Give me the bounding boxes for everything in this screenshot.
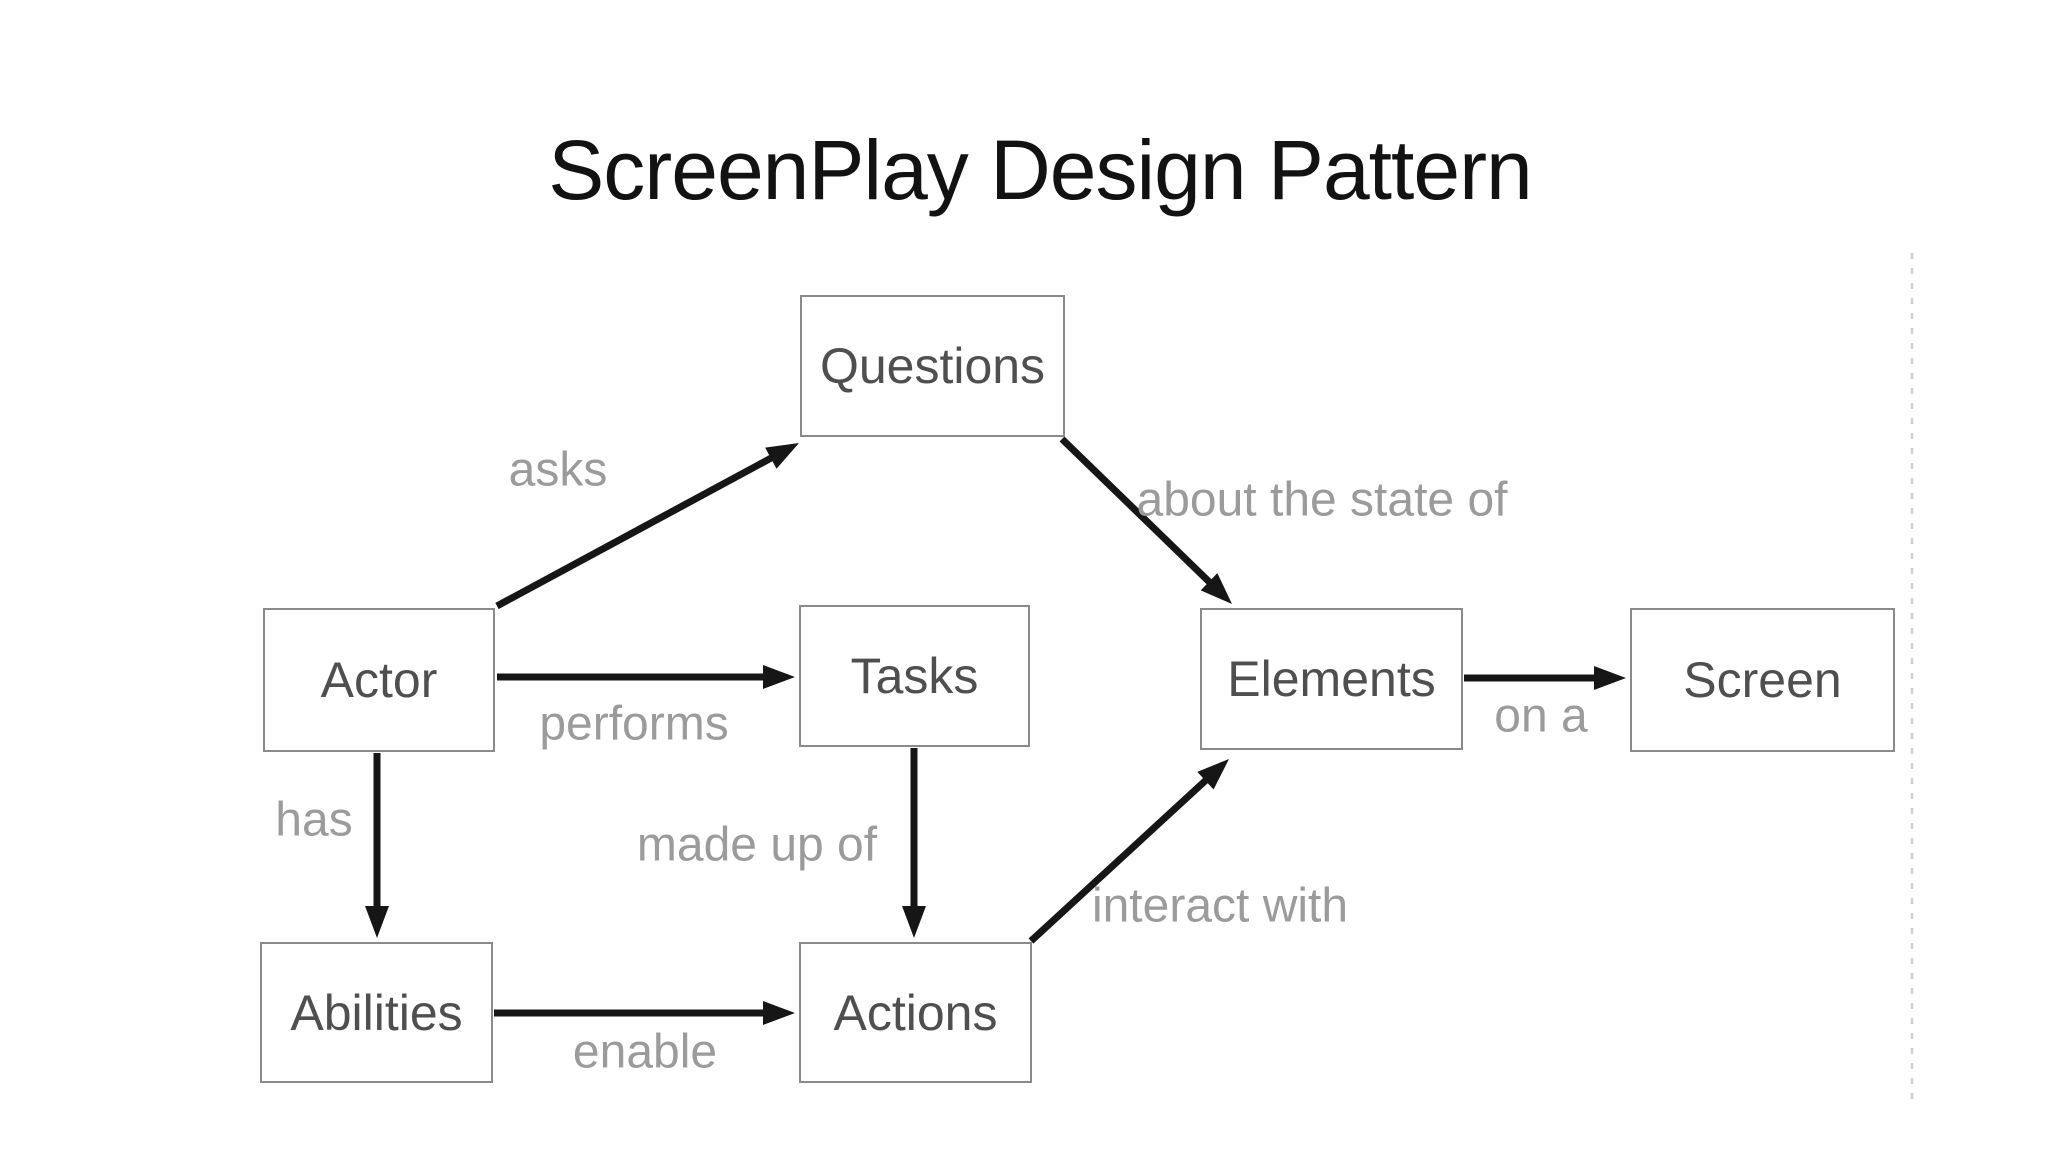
edge-arrowhead-performs (763, 665, 795, 689)
node-label-elements: Elements (1227, 651, 1436, 707)
edge-label-performs: performs (539, 697, 729, 751)
node-actor: Actor (263, 608, 495, 752)
edge-label-asks: asks (508, 443, 608, 497)
edge-label-about-the-state-of: about the state of (1136, 473, 1508, 527)
edge-label-has: has (275, 793, 353, 847)
node-label-actions: Actions (833, 984, 998, 1041)
node-tasks: Tasks (799, 605, 1030, 747)
node-label-questions: Questions (819, 338, 1046, 394)
page-title: ScreenPlay Design Pattern (548, 123, 1533, 217)
node-label-tasks: Tasks (850, 648, 979, 704)
edge-arrowhead-enable (763, 1001, 795, 1025)
edge-line-asks (495, 452, 778, 610)
node-label-abilities: Abilities (290, 984, 463, 1041)
edge-line-interact-with (1028, 774, 1213, 944)
node-actions: Actions (799, 942, 1032, 1083)
edge-arrowhead-interact-with (1197, 759, 1229, 790)
edge-line-about-the-state-of (1059, 436, 1216, 589)
node-questions: Questions (800, 295, 1065, 437)
edge-label-on-a: on a (1494, 689, 1588, 743)
node-label-actor: Actor (320, 652, 438, 708)
edge-arrowhead-made-up-of (902, 906, 926, 938)
node-screen: Screen (1630, 608, 1895, 752)
edge-label-enable: enable (572, 1025, 718, 1079)
edge-arrowhead-on-a (1594, 666, 1626, 690)
edge-arrowhead-asks (765, 443, 799, 469)
edge-label-interact-with: interact with (1091, 879, 1349, 933)
node-abilities: Abilities (260, 942, 493, 1083)
edge-label-made-up-of: made up of (636, 818, 878, 872)
edge-arrowhead-about-the-state-of (1200, 573, 1232, 604)
edge-arrowhead-has (365, 906, 389, 938)
node-elements: Elements (1200, 608, 1463, 750)
node-label-screen: Screen (1683, 652, 1842, 708)
